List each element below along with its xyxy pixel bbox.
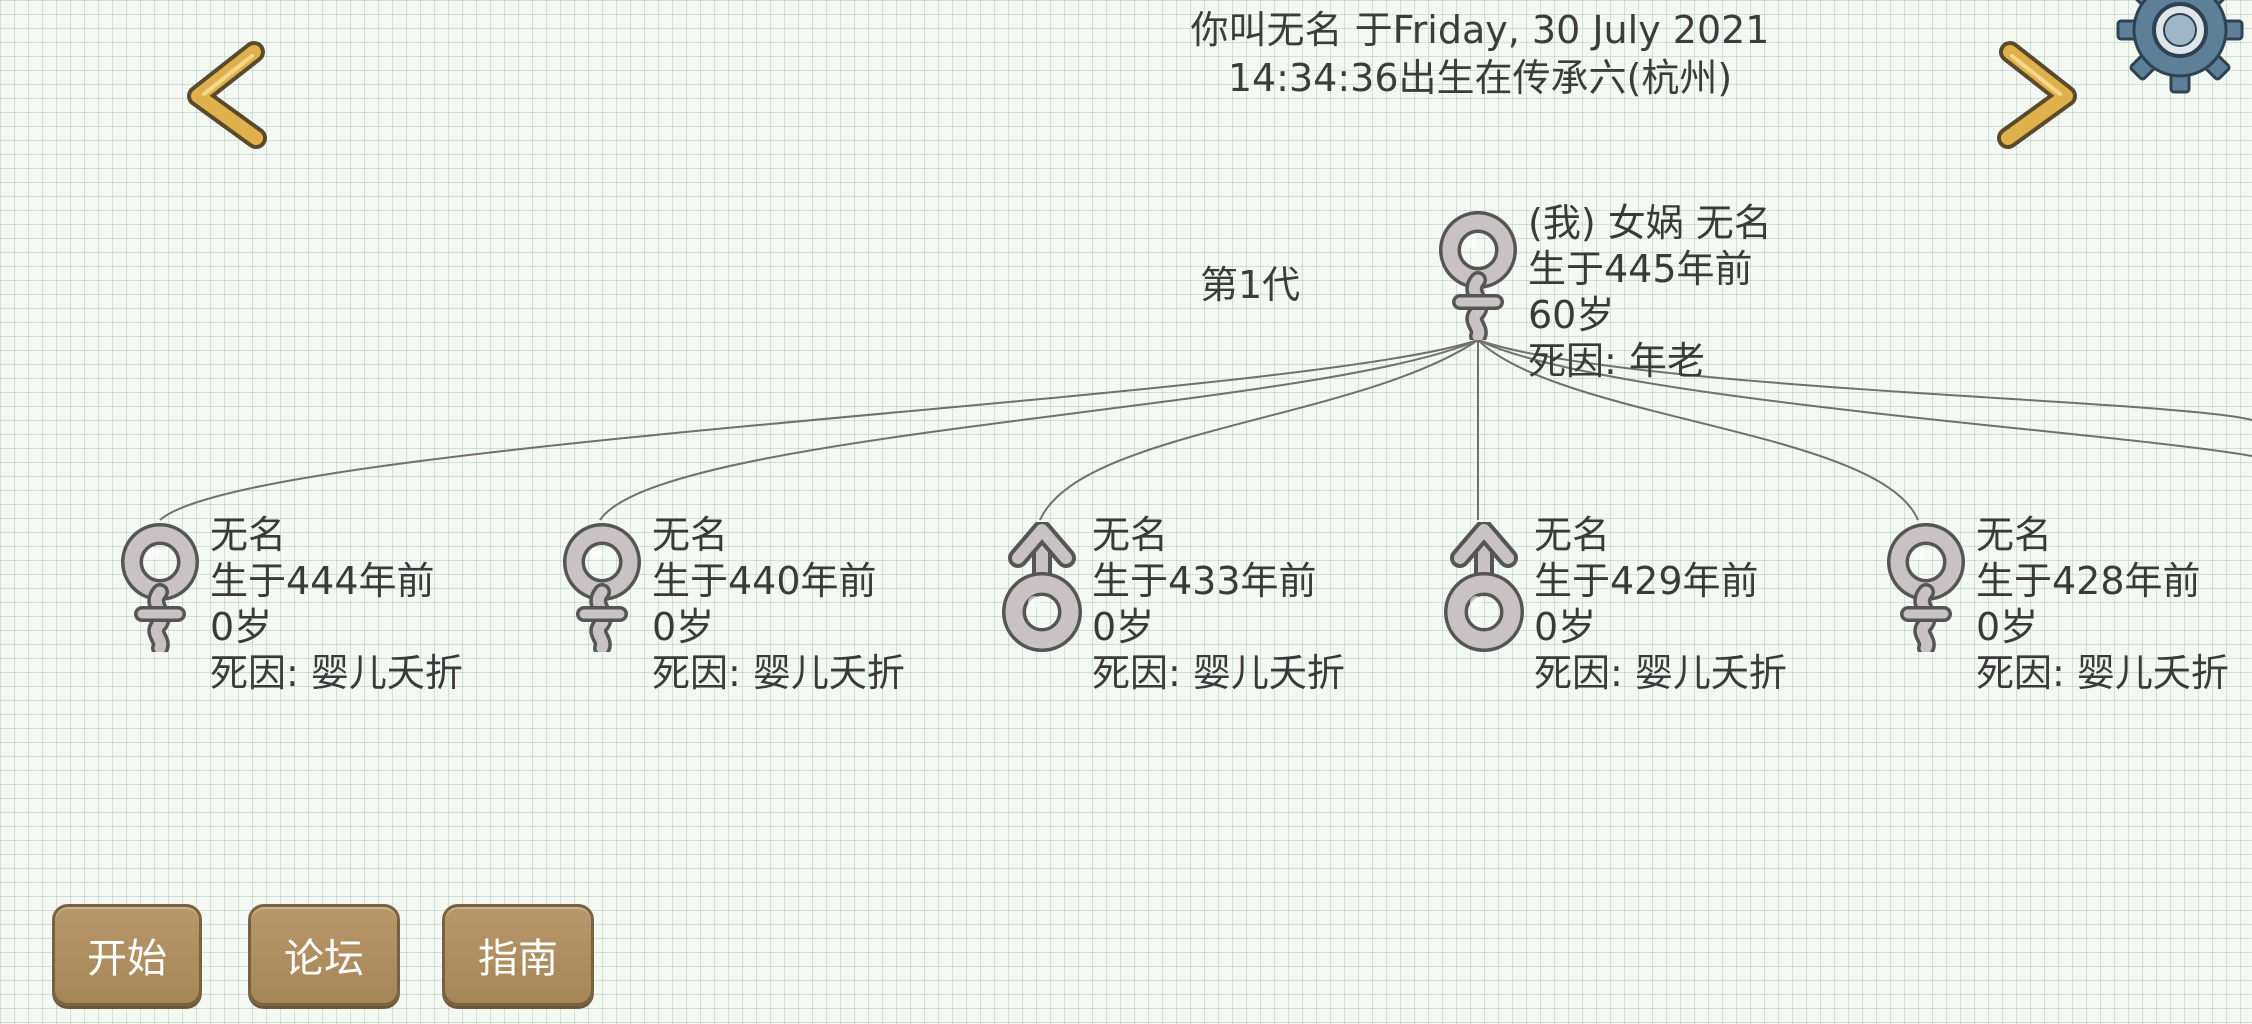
child-born: 生于429年前 (1534, 559, 1759, 603)
child-name: 无名 (1534, 513, 1611, 557)
child-node[interactable]: 无名 生于428年前 0岁 死因: 婴儿夭折 (1884, 513, 2252, 695)
birth-info-line-2: 14:34:36出生在传承六(杭州) (1227, 56, 1733, 100)
child-info: 无名 生于444年前 0岁 死因: 婴儿夭折 (210, 512, 463, 696)
child-node[interactable]: 无名 生于429年前 0岁 死因: 婴儿夭折 (1442, 513, 1862, 695)
child-age: 0岁 (210, 605, 273, 649)
female-symbol-icon (1439, 211, 1517, 340)
child-name: 无名 (1092, 513, 1169, 557)
start-button[interactable]: 开始 (52, 904, 202, 1006)
self-info: (我) 女娲 无名 生于445年前 60岁 死因: 年老 (1528, 200, 1772, 384)
female-symbol-icon (1887, 523, 1965, 652)
male-symbol-icon (1002, 522, 1082, 652)
self-node[interactable]: (我) 女娲 无名 生于445年前 60岁 死因: 年老 (1436, 201, 1856, 383)
child-info: 无名 生于428年前 0岁 死因: 婴儿夭折 (1976, 512, 2229, 696)
child-node[interactable]: 无名 生于440年前 0岁 死因: 婴儿夭折 (560, 513, 980, 695)
child-born: 生于440年前 (652, 559, 877, 603)
birth-info-header: 你叫无名 于Friday, 30 July 2021 14:34:36出生在传承… (1080, 6, 1880, 102)
chevron-left-icon[interactable] (176, 40, 276, 150)
child-age: 0岁 (1092, 605, 1155, 649)
self-cause: 死因: 年老 (1528, 339, 1705, 383)
child-node[interactable]: 无名 生于433年前 0岁 死因: 婴儿夭折 (1000, 513, 1420, 695)
self-age: 60岁 (1528, 293, 1615, 337)
child-name: 无名 (1976, 513, 2053, 557)
guide-button[interactable]: 指南 (442, 904, 594, 1006)
birth-info-line-1: 你叫无名 于Friday, 30 July 2021 (1190, 8, 1770, 52)
forum-button[interactable]: 论坛 (248, 904, 400, 1006)
child-age: 0岁 (652, 605, 715, 649)
child-info: 无名 生于433年前 0岁 死因: 婴儿夭折 (1092, 512, 1345, 696)
male-symbol-icon (1444, 522, 1524, 652)
self-born: 生于445年前 (1528, 247, 1753, 291)
female-symbol-icon (121, 523, 199, 652)
child-cause: 死因: 婴儿夭折 (210, 651, 463, 695)
gear-icon[interactable] (2108, 0, 2252, 98)
self-name: (我) 女娲 无名 (1528, 201, 1772, 245)
child-born: 生于433年前 (1092, 559, 1317, 603)
child-name: 无名 (652, 513, 729, 557)
child-info: 无名 生于429年前 0岁 死因: 婴儿夭折 (1534, 512, 1787, 696)
generation-label: 第1代 (1200, 263, 1301, 307)
chevron-right-icon[interactable] (1988, 40, 2088, 150)
child-age: 0岁 (1976, 605, 2039, 649)
child-cause: 死因: 婴儿夭折 (652, 651, 905, 695)
child-cause: 死因: 婴儿夭折 (1092, 651, 1345, 695)
child-born: 生于444年前 (210, 559, 435, 603)
child-cause: 死因: 婴儿夭折 (1976, 651, 2229, 695)
female-symbol-icon (563, 523, 641, 652)
child-info: 无名 生于440年前 0岁 死因: 婴儿夭折 (652, 512, 905, 696)
child-age: 0岁 (1534, 605, 1597, 649)
child-born: 生于428年前 (1976, 559, 2201, 603)
child-name: 无名 (210, 513, 287, 557)
child-node[interactable]: 无名 生于444年前 0岁 死因: 婴儿夭折 (118, 513, 538, 695)
child-cause: 死因: 婴儿夭折 (1534, 651, 1787, 695)
